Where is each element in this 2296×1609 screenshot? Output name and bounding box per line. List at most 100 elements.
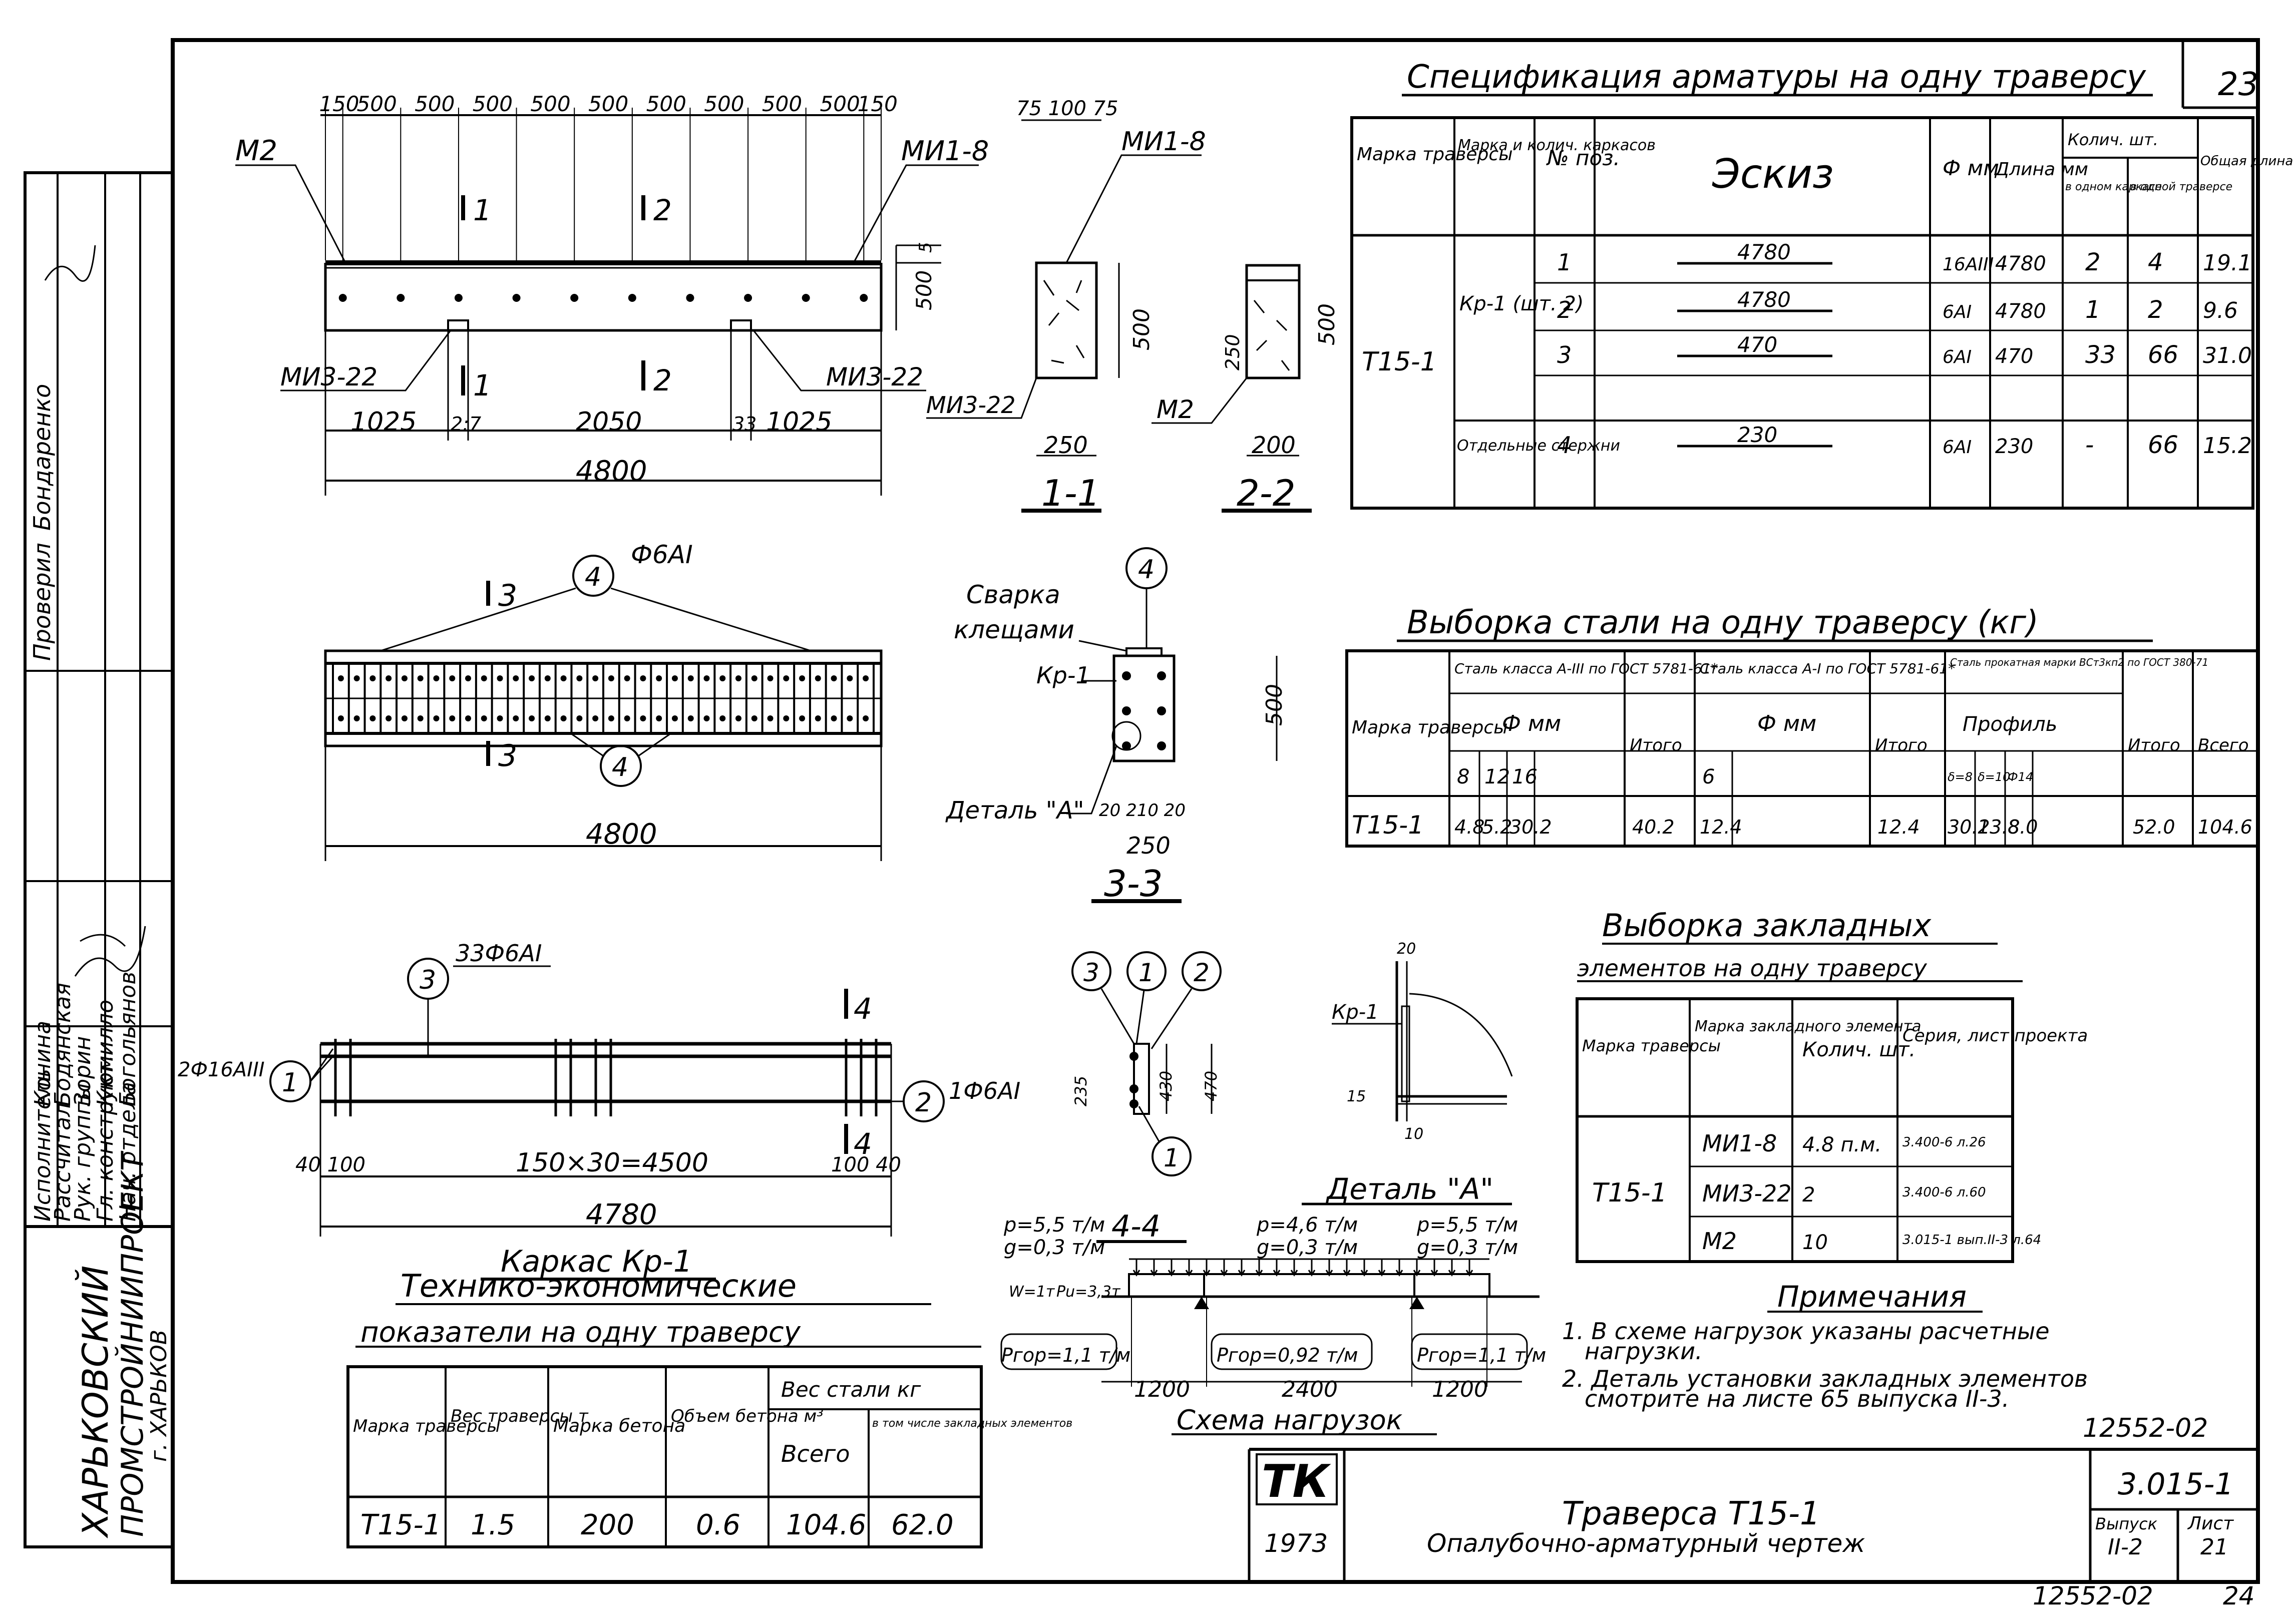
embed-plate-m2 [628,294,636,302]
steel-h-itogo-1: Итого [1630,735,1682,755]
sec4-pos-3: 3 [1083,958,1099,987]
spec-diam-2: 6АI [1943,302,1972,322]
embed-title-1: Выборка закладных [1602,907,1932,944]
spec-qty-trav-2: 2 [2148,296,2163,324]
steel-sub-prof-1: δ=10 [1978,770,2010,784]
label-mi3-22-left: МИ3-22 [280,362,377,391]
spec-diam-4: 6АI [1943,437,1972,458]
stamp-role-5: Исполнитель [30,1069,56,1222]
section-4-4: 3 1 2 1 235 430 470 4-4 [1071,951,1222,1244]
steel-cell-1: 4.8 [1454,816,1484,838]
elev-top-dim-7: 500 [646,92,686,116]
embed-plate-m2 [860,294,868,302]
sec1-top-dims: 75 100 75 [1016,97,1118,120]
stamp-role-2: Гл. конструкт. [93,1055,118,1222]
elev-top-dim-2: 500 [357,92,397,116]
steel-sub-a3-0: 8 [1457,765,1469,788]
embed-plate-m2 [454,294,463,302]
cage-left-dims: 40 100 [295,1153,365,1176]
tep-cell-0: Т15-1 [360,1509,441,1541]
stamp-role-4: Рассчитал [50,1103,76,1222]
load-pgor-1: Pгор=1,1 т/м [1001,1344,1130,1366]
steel-sub-a3-2: 16 [1512,765,1538,788]
spec-sketch-1: 4780 [1737,240,1791,264]
rebar-specification-table: Спецификация арматуры на одну траверсу М… [1350,59,2296,510]
spec-qty-trav-4: 66 [2148,431,2178,459]
note-line-3: 2. Деталь установки закладных элементов [1562,1365,2088,1392]
spec-h-length: Длина мм [1994,159,2088,180]
elev-top-dim-9: 500 [762,92,802,116]
steel-cell-5: 12.4 [1700,816,1742,838]
sheet-number: 21 [2200,1534,2228,1560]
elev-dim-1025-right: 1025 [766,407,832,437]
sheet-label: Лист [2187,1513,2234,1534]
section-2-2: 500 250 200 2-2 М2 [1152,264,1340,514]
cage-kr-1: 150×30=4500 40 100 100 40 4780 Каркас Кр… [178,940,1020,1281]
embed-qty-3: 10 [1802,1231,1828,1254]
spec-qty-trav-1: 4 [2148,248,2163,276]
detail-title: Деталь "А" [1325,1172,1493,1206]
elev-dim-small-left: 2:7 [451,413,481,435]
elev-total-length: 4800 [576,455,647,488]
steel-cell-8: 13.8 [1978,816,2020,838]
elev-top-dim-4: 500 [473,92,513,116]
tep-title-2: показатели на одну траверсу [360,1316,801,1349]
elev-top-dim-8: 500 [704,92,744,116]
title-line-2: Опалубочно-арматурный чертеж [1427,1529,1865,1558]
spec-pos-4: 4 [1557,432,1572,459]
steel-h-a1: Сталь класса А-I по ГОСТ 5781-61* [1700,660,1955,677]
spec-mark: Т15-1 [1362,347,1437,377]
sec3-dims: 20 210 20 [1099,800,1186,821]
spec-h-diam: Ф мм [1943,156,1999,180]
embed-plate-m2 [686,294,694,302]
sec1-label-mi3-22: МИ3-22 [926,391,1016,419]
steel-h-vsego: Всего [2198,735,2249,755]
embed-plate-m2 [570,294,579,302]
steel-cell-10: 52.0 [2133,816,2175,838]
elev-height: 500 [912,270,936,310]
cut-mark-1-top: 1 [473,193,492,227]
spec-length-2: 4780 [1995,300,2046,323]
stamp-name-4: Бодянская [50,983,76,1106]
elev-top-dim-11: 150 [858,92,898,116]
spec-h-cages: Марка и колич. каркасов [1458,137,1656,154]
load-pgor-3: Pгор=1,1 т/м [1417,1344,1546,1366]
embed-series-3: 3.015-1 вып.II-3 л.64 [1902,1233,2041,1248]
spec-separate: Отдельные стержни [1457,437,1620,455]
spec-diam-1: 16АIII [1943,254,1994,275]
tep-h-embedded: в том числе закладных элементов [872,1417,1072,1430]
sec4-pos-1-bottom: 1 [1164,1143,1180,1172]
embed-h-qty: Колич. шт. [1802,1038,1916,1061]
page-number-bottom: 24 [2223,1581,2255,1609]
steel-title: Выборка стали на одну траверсу (кг) [1407,604,2039,641]
issue-number: II-2 [2108,1534,2143,1560]
note-line-1: 1. В схеме нагрузок указаны расчетные [1562,1318,2050,1345]
org-name-1: ХАРЬКОВСКИЙ [75,1266,116,1539]
sec1-label-mi1-8: МИ1-8 [1121,127,1206,157]
logo-tk: ТК [1262,1455,1331,1508]
stamp-role-1: Нач. отдела [115,1082,141,1222]
stamp-name-2: Кюмилло [93,1000,118,1106]
tep-h-total: Всего [781,1440,850,1467]
detail-dim-10: 10 [1404,1125,1423,1143]
embed-h-mark: Марка траверсы [1582,1036,1721,1055]
spec-qty-cage-1: 2 [2085,248,2101,276]
steel-cell-2: 5.2 [1482,816,1512,838]
load-title: Схема нагрузок [1177,1404,1403,1436]
load-g-3: g=0,3 т/м [1417,1236,1518,1259]
plan-total-length: 4800 [586,818,657,851]
spec-h-sketch: Эскиз [1712,151,1834,197]
spec-h-qty-trav: в одной траверсе [2130,181,2232,193]
spec-diam-3: 6АI [1943,347,1972,367]
embed-plate-m2 [512,294,521,302]
steel-sub-prof-0: δ=8 [1948,770,1973,784]
spec-pos-3: 3 [1557,341,1572,368]
steel-cell-3: 30.2 [1509,816,1552,838]
cage-pos-2: 2 [915,1088,932,1118]
load-w: W=1т [1009,1283,1055,1301]
embed-series-1: 3.400-6 л.26 [1902,1135,1986,1150]
sec4-pos-1-top: 1 [1138,958,1155,987]
cage-total: 4780 [586,1198,657,1231]
